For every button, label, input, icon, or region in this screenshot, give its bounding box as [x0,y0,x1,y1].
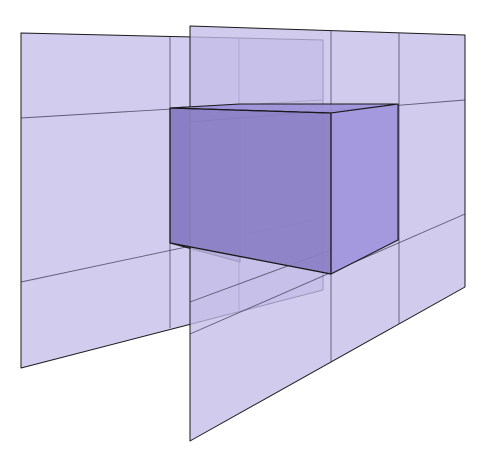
cube-edge-top-front [169,107,332,114]
cube-edge-bottom-front [169,242,332,275]
front-plane-grid-horizontal-2 [189,213,466,335]
cube [169,103,399,275]
